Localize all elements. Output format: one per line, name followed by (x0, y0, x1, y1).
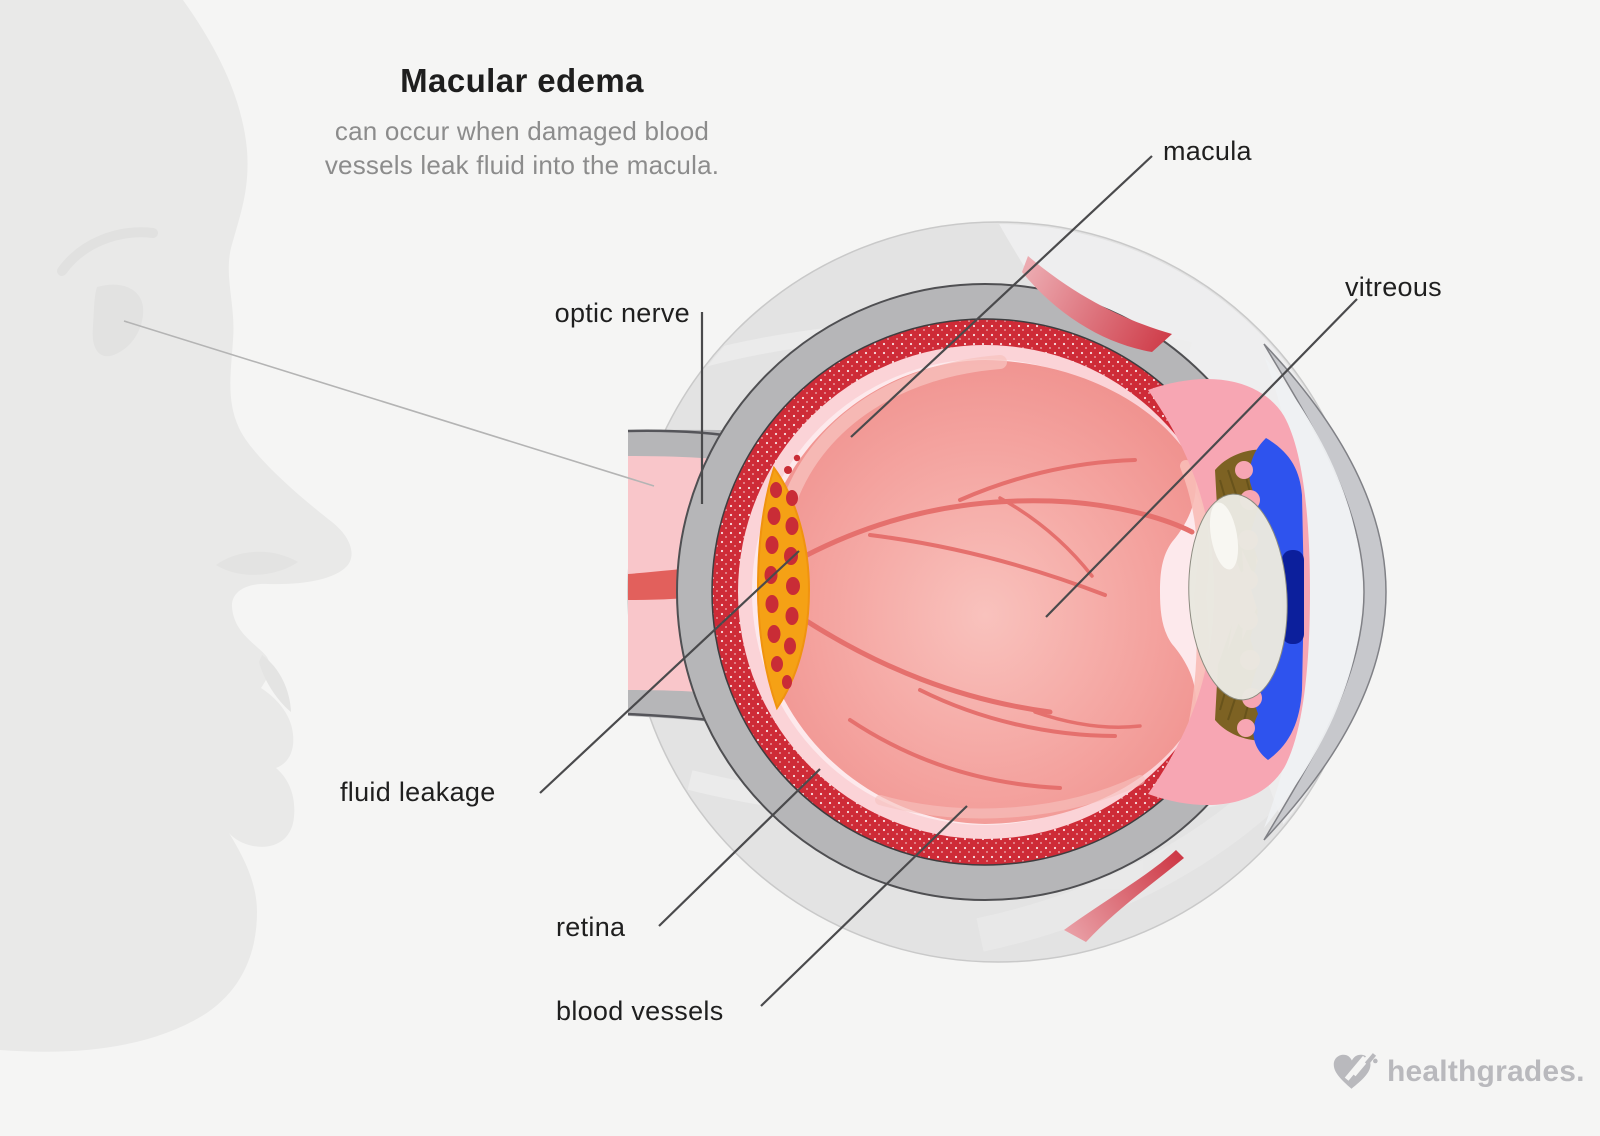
healthgrades-heart-icon (1333, 1052, 1378, 1089)
healthgrades-logo: healthgrades. (1332, 1052, 1585, 1092)
retina-leader-line (658, 768, 821, 927)
blood-vessels-leader-line (760, 805, 968, 1007)
pupil-graphic (1282, 550, 1304, 644)
fluid-leakage-leader-line (539, 550, 800, 794)
eye-muscle-bottom (1064, 850, 1184, 942)
blood-vessel-lines (802, 458, 1195, 790)
subtitle-line-1: can occur when damaged blood (334, 116, 710, 146)
eyeball (676, 283, 1294, 901)
subtitle-line-2: vessels leak fluid into the macula. (324, 150, 720, 180)
label-optic-nerve: optic nerve (554, 298, 690, 328)
face-closed-eye (92, 284, 144, 357)
page-subtitle: can occur when damaged blood vessels lea… (232, 114, 812, 182)
face-eye-connector-line (123, 320, 655, 487)
face-nostril (216, 551, 298, 575)
eye-muscle-top (1022, 256, 1172, 352)
face-eyebrow (57, 227, 158, 276)
label-retina: retina (556, 912, 626, 942)
label-blood-vessels: blood vessels (556, 996, 724, 1026)
cornea-graphic (1263, 343, 1387, 841)
face-silhouette (0, 0, 352, 1052)
vitreous-leader-line (1045, 298, 1358, 618)
fluid-leakage-mesh (756, 454, 811, 711)
anterior-segment (1148, 378, 1310, 806)
logo-wordmark: healthgrades. (1387, 1055, 1585, 1088)
face-lip-shadow (259, 655, 291, 712)
page-title: Macular edema (400, 62, 644, 99)
lens-graphic (1188, 493, 1288, 701)
label-vitreous: vitreous (1345, 272, 1442, 302)
label-fluid-leakage: fluid leakage (340, 777, 496, 807)
vitreous-body (757, 360, 1196, 824)
macula-leader-line (850, 155, 1153, 438)
header: Macular edema can occur when damaged blo… (232, 62, 812, 182)
label-macula: macula (1163, 136, 1252, 166)
